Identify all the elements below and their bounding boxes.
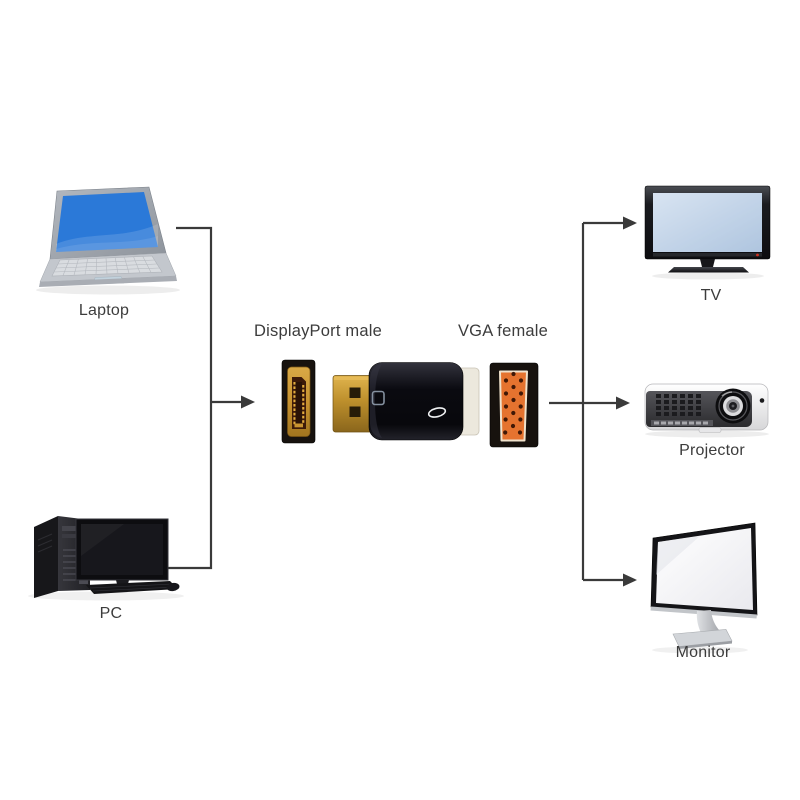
projector-ir-sensor — [759, 398, 765, 403]
pc-tower-side — [34, 516, 58, 598]
adapter-logo-icon — [427, 407, 447, 418]
laptop-illustration — [36, 186, 180, 295]
displayport-male-label: DisplayPort male — [254, 322, 382, 340]
arrowhead-right-icon — [623, 216, 637, 230]
displayport-male-port-icon — [281, 359, 316, 444]
arrow-to-adapter — [211, 395, 255, 409]
source-bracket-line — [167, 226, 213, 570]
arrow-to-projector — [549, 396, 630, 410]
desktop-pc-illustration — [28, 516, 184, 601]
arrowhead-right-icon — [616, 396, 630, 410]
tv-screen — [653, 193, 762, 252]
tv-stand — [668, 267, 749, 273]
projector-vent-grid — [656, 394, 701, 416]
source-connector-lines — [167, 226, 255, 570]
target-connector-lines — [549, 216, 637, 587]
monitor-label: Monitor — [675, 644, 731, 661]
pc-keyboard — [86, 581, 178, 594]
projector-lens — [715, 388, 751, 424]
tv-illustration — [644, 185, 771, 280]
projector-foot — [698, 427, 722, 433]
laptop-label: Laptop — [78, 302, 130, 319]
tv-label: TV — [700, 287, 722, 304]
vga-pin-holes — [503, 371, 524, 435]
vga-female-label: VGA female — [457, 322, 549, 340]
pc-label: PC — [99, 605, 123, 622]
arrow-to-monitor — [583, 573, 637, 587]
arrowhead-right-icon — [623, 573, 637, 587]
tv-power-led — [756, 253, 759, 257]
arrow-to-tv — [583, 216, 637, 230]
projector-illustration — [644, 383, 769, 438]
pc-mouse — [166, 582, 180, 592]
adapter-dp-plug — [332, 375, 374, 433]
monitor-illustration — [650, 522, 758, 654]
displayport-pins — [293, 382, 305, 425]
projector-label: Projector — [679, 442, 745, 459]
arrowhead-right-icon — [241, 395, 255, 409]
laptop-keyboard-keys — [53, 256, 160, 276]
adapter-lanyard-hole — [371, 390, 385, 406]
adapter-body — [368, 362, 464, 441]
vga-female-port-icon — [489, 362, 539, 448]
displayport-to-vga-adapter-illustration — [332, 362, 480, 441]
